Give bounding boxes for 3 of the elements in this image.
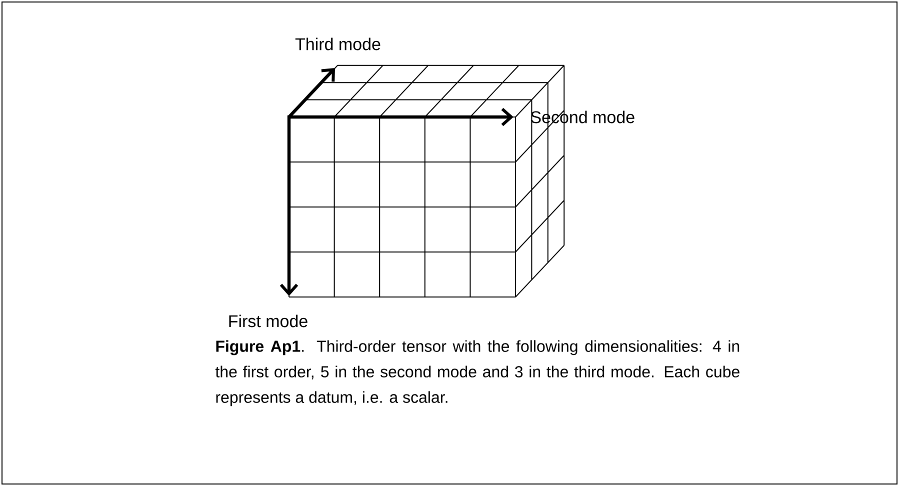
axis-label: Third mode [295, 38, 380, 50]
axis-label: First mode [229, 314, 308, 328]
figure-caption: Figure Ap1. Third-order tensor with the following dimensionalities: 4 in the first order, 5 in the second mode and 3 in the third mode. Each cube represents a datum, i.e. a scalar. [215, 340, 740, 406]
